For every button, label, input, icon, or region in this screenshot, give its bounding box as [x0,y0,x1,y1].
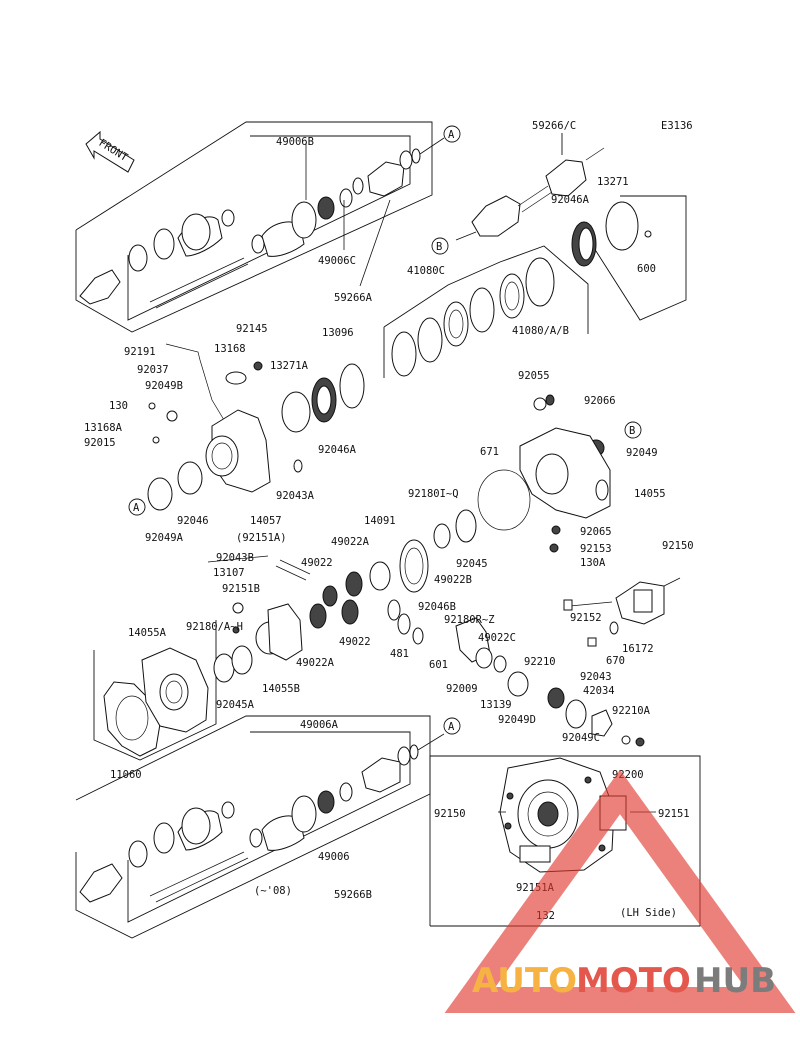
automotohub-logo: AUTO MOTO HUB [444,769,796,1013]
label-92180ah: 92180/A~H [186,621,243,633]
logo-auto-text: AUTO [472,961,577,1001]
label-92210a: 92210A [612,705,651,717]
label-92049d: 92049D [498,714,536,726]
label-41080c: 41080C [407,265,445,277]
label-130: 130 [109,400,128,412]
label-49022-top: 49022 [301,557,333,569]
label-13096: 13096 [322,327,354,339]
callout-a-bottom: A [448,721,455,733]
label-130a: 130A [580,557,606,569]
label-92049c: 92049C [562,732,600,744]
label-49006c: 49006C [318,255,356,267]
label-92046: 92046 [177,515,209,527]
label-92049: 92049 [626,447,658,459]
label-49022a-lower: 49022A [296,657,335,669]
label-92049b: 92049B [145,380,183,392]
label-92065: 92065 [580,526,612,538]
label-13168: 13168 [214,343,246,355]
label-92151: 92151 [658,808,690,820]
label-92046a-top: 92046A [551,194,590,206]
label-600: 600 [637,263,656,275]
label-92046b: 92046B [418,601,456,613]
label-14055b: 14055B [262,683,300,695]
actuator-group [563,577,681,647]
label-92150-right: 92150 [662,540,694,552]
label-49022b: 49022B [434,574,472,586]
label-49022-mid: 49022 [339,636,371,648]
label-years-note: (~'08) [254,885,292,897]
label-14057: 14057 [250,515,282,527]
label-92043a: 92043A [276,490,315,502]
label-92191: 92191 [124,346,156,358]
label-42034: 42034 [583,685,615,697]
label-14055a: 14055A [128,627,167,639]
label-671: 671 [480,446,499,458]
label-14091: 14091 [364,515,396,527]
label-92043: 92043 [580,671,612,683]
bottom-axle-group: A [75,715,461,939]
label-92151a-paren: (92151A) [236,532,287,544]
label-13139: 13139 [480,699,512,711]
label-13107: 13107 [213,567,245,579]
clutch-plates-group [383,245,589,378]
logo-hub-text: HUB [694,961,776,1001]
label-92151b: 92151B [222,583,260,595]
label-92045a: 92045A [216,699,255,711]
label-92049a: 92049A [145,532,184,544]
label-49022a: 49022A [331,536,370,548]
callout-b-mid: B [629,425,635,437]
label-92045: 92045 [456,558,488,570]
callout-b-top: B [436,241,442,253]
label-lh-side: (LH Side) [620,907,677,919]
logo-moto-text: MOTO [576,961,691,1001]
front-arrow: FRONT [85,130,135,173]
label-13271: 13271 [597,176,629,188]
callout-a-mid: A [133,502,140,514]
label-13168a: 13168A [84,422,123,434]
label-601: 601 [429,659,448,671]
label-49006a: 49006A [300,719,339,731]
label-481: 481 [390,648,409,660]
label-92152: 92152 [570,612,602,624]
label-59266b: 59266B [334,889,372,901]
callout-a-top: A [448,129,455,141]
label-92009: 92009 [446,683,478,695]
front-housing-group: A [128,343,365,516]
label-49006: 49006 [318,851,350,863]
label-92210: 92210 [524,656,556,668]
diagram-code: E3136 [661,120,693,132]
label-92145: 92145 [236,323,268,335]
label-49022c: 49022C [478,632,516,644]
label-92055: 92055 [518,370,550,382]
label-92150-lh: 92150 [434,808,466,820]
left-housing-group [93,620,253,761]
label-14055: 14055 [634,488,666,500]
label-92046a-mid: 92046A [318,444,357,456]
gear-group [207,539,529,697]
label-92037: 92037 [137,364,169,376]
label-49006b: 49006B [276,136,314,148]
label-92153: 92153 [580,543,612,555]
label-13271a: 13271A [270,360,309,372]
label-92015: 92015 [84,437,116,449]
label-670: 670 [606,655,625,667]
label-16172: 16172 [622,643,654,655]
top-axle-group: A [75,121,461,333]
label-59266a: 59266A [334,292,373,304]
label-92180iq: 92180I~Q [408,488,459,500]
label-41080ab: 41080/A/B [512,325,569,337]
label-92066: 92066 [584,395,616,407]
label-59266c: 59266/C [532,120,576,132]
label-92043b: 92043B [216,552,254,564]
bearing-group [547,687,645,747]
right-axle-group: B [431,133,687,321]
label-92180rz: 92180R~Z [444,614,495,626]
diff-housing-group: B [433,394,642,553]
